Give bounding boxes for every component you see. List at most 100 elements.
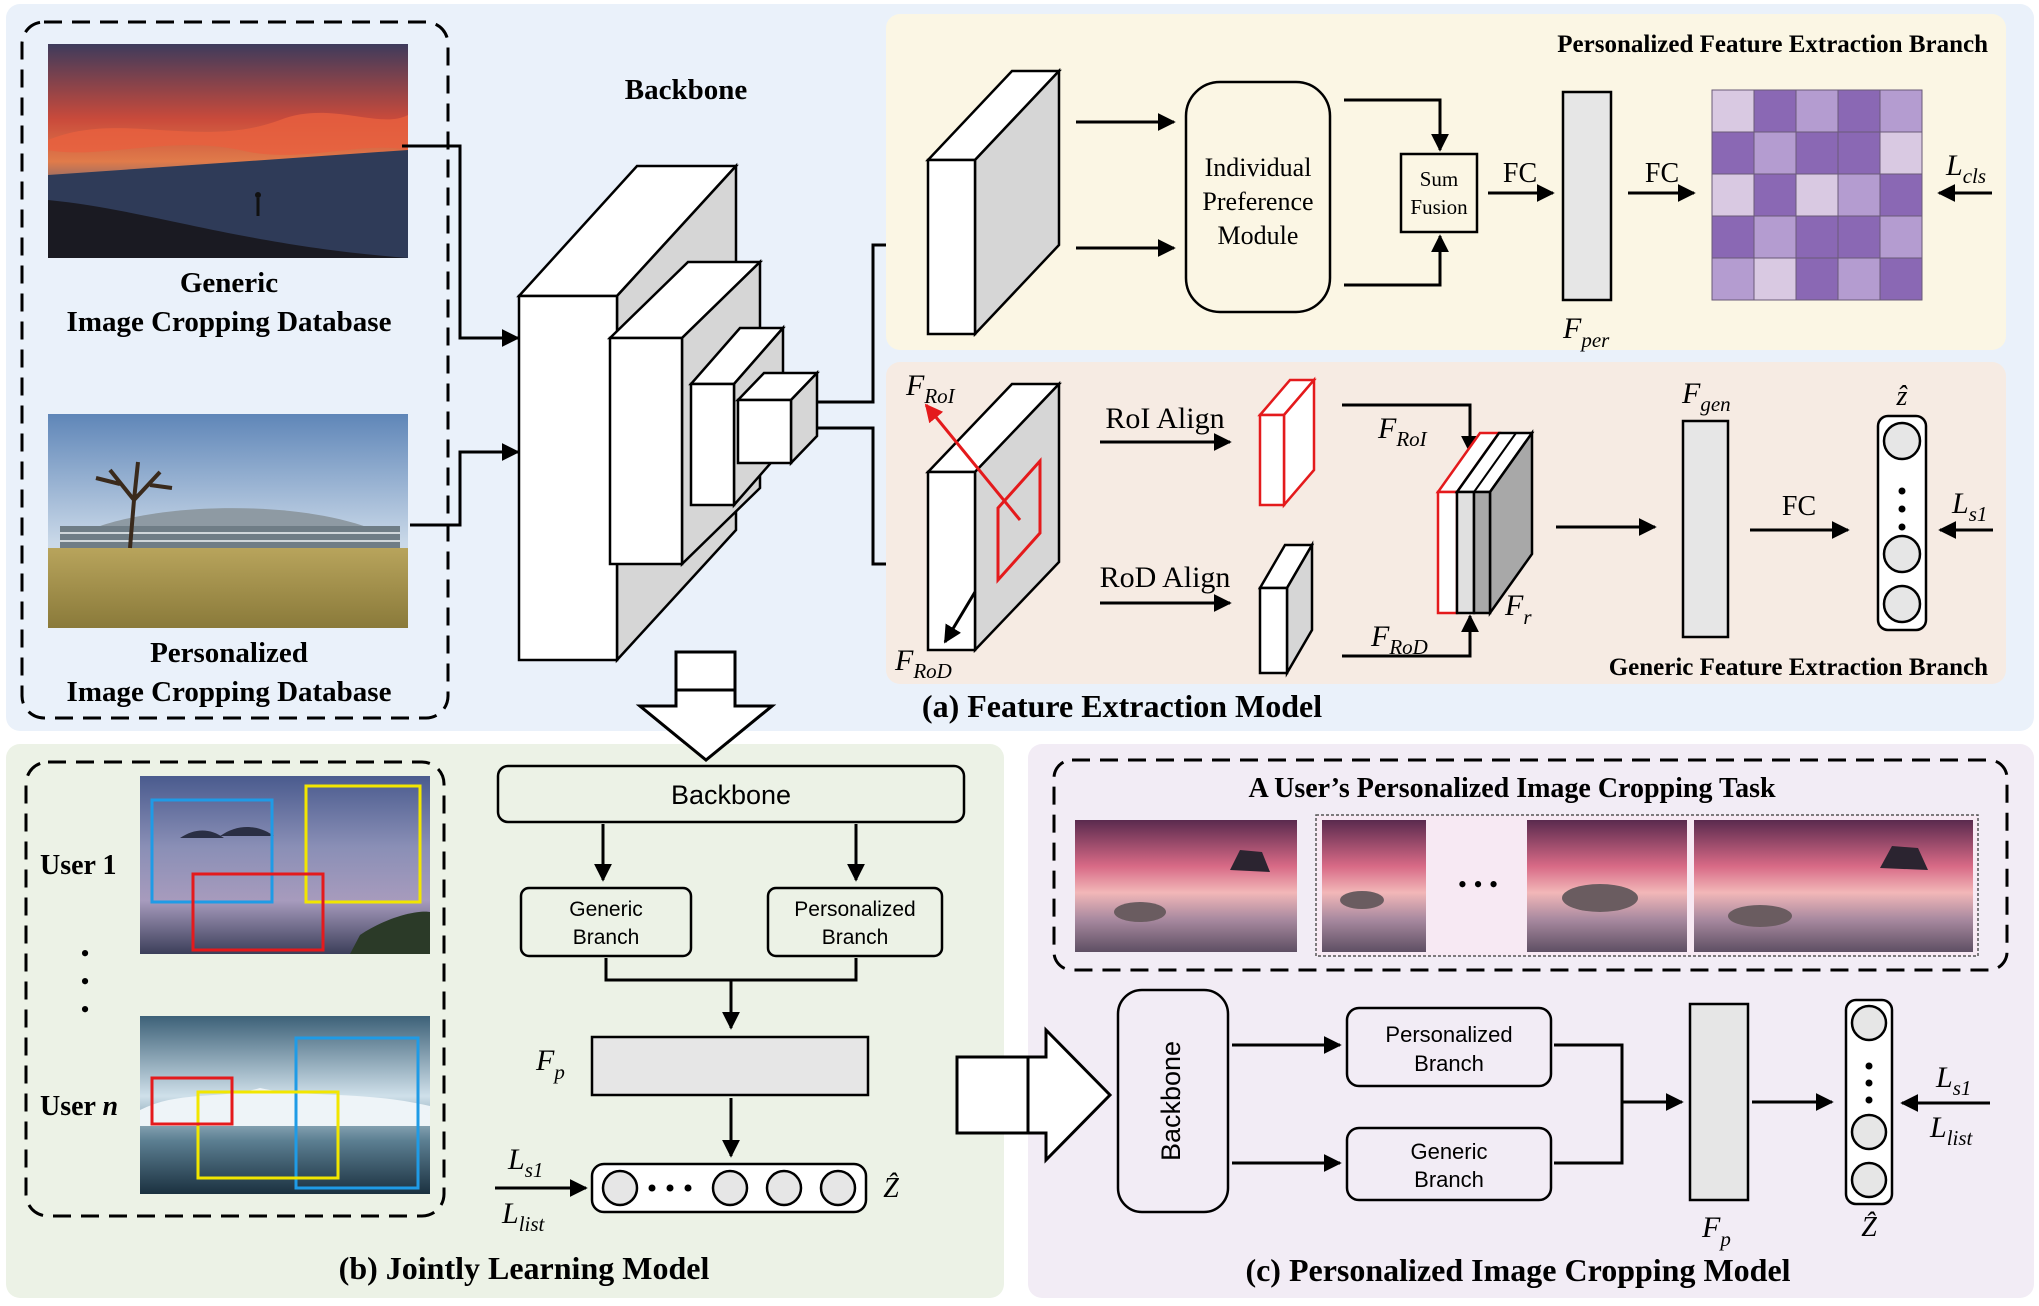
heatmap-cell bbox=[1711, 89, 1755, 133]
generic-branch-b-line2: Branch bbox=[573, 926, 640, 949]
frod-label-mid: FRoD bbox=[1370, 620, 1428, 659]
f-gen-label: Fgen bbox=[1681, 377, 1731, 416]
usern-image bbox=[140, 1016, 430, 1194]
ipm-to-sum-top-arrow bbox=[1344, 98, 1449, 152]
heatmap-cell bbox=[1753, 215, 1797, 259]
zhat-label-b: Ẑ bbox=[883, 1173, 899, 1204]
fc-label-1: FC bbox=[1503, 158, 1537, 189]
backbone-label-c: Backbone bbox=[1156, 1041, 1186, 1161]
heatmap-cell bbox=[1837, 89, 1881, 133]
personalized-branch-c-line2: Branch bbox=[1414, 1051, 1484, 1076]
personalized-feature-map bbox=[925, 67, 1062, 338]
personalized-branch-b-line1: Personalized bbox=[794, 898, 915, 921]
heatmap-cell bbox=[1837, 215, 1881, 259]
generic-branch-c-line2: Branch bbox=[1414, 1167, 1484, 1192]
personalized-branch-title: Personalized Feature Extraction Branch bbox=[1557, 31, 1988, 58]
heatmap-cell bbox=[1879, 173, 1923, 217]
heatmap-cell bbox=[1879, 89, 1923, 133]
panel-a-caption: (a) Feature Extraction Model bbox=[922, 688, 1322, 724]
generic-branch-box-b bbox=[519, 886, 693, 958]
fp-feature-bar-b bbox=[590, 1035, 870, 1097]
frod-arrow bbox=[943, 591, 977, 644]
ipm-label-line2: Preference bbox=[1202, 187, 1313, 216]
crop-candidate-2 bbox=[1527, 820, 1687, 952]
personalized-branch-box-b bbox=[766, 886, 944, 958]
backbone-box-c bbox=[1116, 988, 1230, 1214]
personalized-db-title-line1: Personalized bbox=[150, 637, 308, 669]
database-group-border bbox=[20, 20, 450, 720]
fr-concatenated-feature bbox=[1435, 429, 1535, 617]
backbone-label: Backbone bbox=[625, 74, 748, 106]
users-group-border bbox=[24, 760, 446, 1218]
individual-preference-module bbox=[1184, 80, 1332, 314]
heatmap-cell bbox=[1711, 257, 1755, 301]
generic-db-image bbox=[48, 44, 408, 258]
panel-c: A User’s Personalized Image Cropping Tas… bbox=[1026, 744, 2034, 1298]
sum-fusion-line1: Sum bbox=[1420, 167, 1459, 191]
big-down-arrow-tip bbox=[635, 688, 777, 762]
crop-candidate-3 bbox=[1694, 820, 1973, 952]
personalized-db-image bbox=[48, 414, 408, 628]
panel-b-caption: (b) Jointly Learning Model bbox=[339, 1250, 710, 1286]
loss-s1-label-b: Ls1 bbox=[507, 1143, 543, 1182]
users-dots-2: • bbox=[80, 967, 89, 996]
generic-branch-b-line1: Generic bbox=[569, 898, 643, 921]
task-title: A User’s Personalized Image Cropping Tas… bbox=[1248, 773, 1776, 804]
loss-s1-label-c: Ls1 bbox=[1935, 1061, 1971, 1100]
heatmap-cell bbox=[1753, 257, 1797, 301]
heatmap-cell bbox=[1753, 173, 1797, 217]
ipm-label-line1: Individual bbox=[1205, 153, 1312, 182]
ipm-label-line3: Module bbox=[1218, 221, 1299, 250]
fp-feature-bar-c bbox=[1688, 1002, 1750, 1202]
generic-branch-box-c bbox=[1345, 1126, 1553, 1202]
frod-label-left: FRoD bbox=[894, 644, 952, 683]
sum-fusion-box bbox=[1399, 152, 1479, 234]
generic-db-to-backbone-arrow bbox=[402, 144, 520, 347]
personalized-branch-box-c bbox=[1345, 1006, 1553, 1088]
big-right-arrow-tip bbox=[1026, 1026, 1113, 1164]
score-row-b bbox=[590, 1162, 868, 1214]
zhat-label-c: Ẑ bbox=[1861, 1212, 1877, 1243]
personalized-branch-b-line2: Branch bbox=[822, 926, 889, 949]
rod-align-label: RoD Align bbox=[1100, 561, 1231, 594]
heatmap-cell bbox=[1837, 173, 1881, 217]
users-dots-3: • bbox=[80, 995, 89, 1024]
heatmap-cell bbox=[1795, 215, 1839, 259]
heatmap-cell bbox=[1837, 257, 1881, 301]
score-column-a bbox=[1876, 414, 1928, 632]
personalized-branch-c-line1: Personalized bbox=[1385, 1022, 1512, 1047]
users-dots-1: • bbox=[80, 939, 89, 968]
score-column-c bbox=[1844, 998, 1894, 1206]
rod-feature bbox=[1257, 540, 1315, 678]
f-per-feature-bar bbox=[1561, 90, 1613, 302]
fp-label-c: Fp bbox=[1701, 1211, 1731, 1251]
crop-candidate-1 bbox=[1322, 820, 1426, 952]
panel-c-caption: (c) Personalized Image Cropping Model bbox=[1245, 1252, 1790, 1288]
zhat-label-a: ẑ bbox=[1896, 381, 1909, 412]
panel-b: User 1 • • • User n Backbone Generic Bra… bbox=[6, 688, 1004, 1298]
user1-image bbox=[140, 776, 430, 954]
roi-region bbox=[996, 457, 1042, 584]
heatmap-cell bbox=[1753, 131, 1797, 175]
froi-label-left: FRoI bbox=[905, 369, 956, 408]
fc-label-3: FC bbox=[1782, 491, 1816, 522]
froi-label-mid: FRoI bbox=[1377, 412, 1428, 451]
heatmap-cell bbox=[1879, 257, 1923, 301]
preference-heatmap bbox=[1711, 89, 1923, 301]
froi-to-fr-arrow bbox=[1342, 403, 1479, 454]
ipm-to-sum-bottom-arrow bbox=[1344, 234, 1449, 287]
froi-arrow bbox=[924, 403, 1022, 521]
frod-to-fr-arrow bbox=[1342, 614, 1479, 658]
candidates-ellipsis: • • • bbox=[1458, 870, 1498, 899]
fp-label-b: Fp bbox=[535, 1044, 565, 1084]
user1-label: User 1 bbox=[40, 850, 116, 881]
generic-db-title-line1: Generic bbox=[180, 267, 278, 299]
panel-a: Generic Image Cropping Database Personal… bbox=[6, 4, 2034, 731]
backbone-box-b bbox=[496, 764, 966, 824]
personalized-db-to-backbone-arrow bbox=[410, 443, 520, 527]
heatmap-cell bbox=[1879, 215, 1923, 259]
personalized-db-title-line2: Image Cropping Database bbox=[67, 676, 392, 708]
generic-branch-c-line1: Generic bbox=[1410, 1139, 1487, 1164]
sum-fusion-line2: Fusion bbox=[1410, 195, 1468, 219]
